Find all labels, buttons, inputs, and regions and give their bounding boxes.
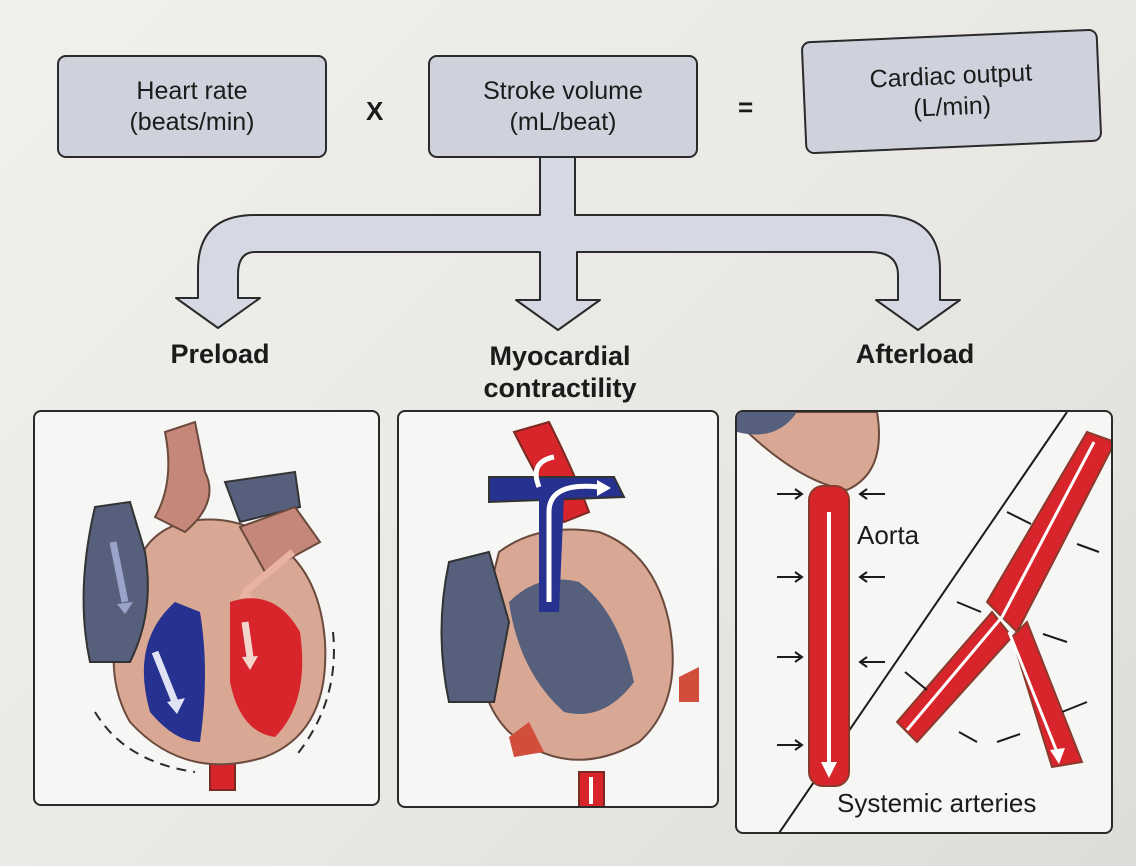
- afterload-panel: Aorta Systemic arteries: [735, 410, 1113, 834]
- preload-label: Preload: [170, 339, 270, 369]
- contractility-label: Myocardial contractility: [455, 340, 665, 404]
- aorta-label: Aorta: [857, 520, 920, 550]
- afterload-label: Afterload: [855, 339, 975, 369]
- preload-heart-illustration: [82, 420, 335, 791]
- systemic-arteries-label: Systemic arteries: [837, 788, 1037, 818]
- stroke-volume-title: Stroke volume: [483, 76, 643, 105]
- heart-rate-unit: (beats/min): [129, 107, 255, 136]
- contractility-heart-illustration: [440, 420, 699, 806]
- stroke-volume-unit: (mL/beat): [509, 107, 617, 136]
- heart-rate-title: Heart rate: [136, 76, 248, 105]
- contractility-panel: [397, 410, 719, 808]
- preload-panel: [33, 410, 380, 806]
- cardiac-output-box: Cardiac output (L/min): [800, 28, 1103, 155]
- equals-operator: =: [738, 92, 754, 122]
- contractility-line1: Myocardial: [489, 341, 631, 371]
- heart-rate-box: Heart rate (beats/min): [57, 55, 327, 158]
- afterload-vessels-illustration: [737, 412, 1111, 832]
- cardiac-output-title: Cardiac output: [868, 57, 1033, 94]
- contractility-line2: contractility: [483, 373, 637, 403]
- times-operator: X: [366, 96, 384, 126]
- stroke-volume-box: Stroke volume (mL/beat): [428, 55, 698, 158]
- branch-connector: [175, 154, 961, 331]
- cardiac-output-unit: (L/min): [912, 90, 992, 123]
